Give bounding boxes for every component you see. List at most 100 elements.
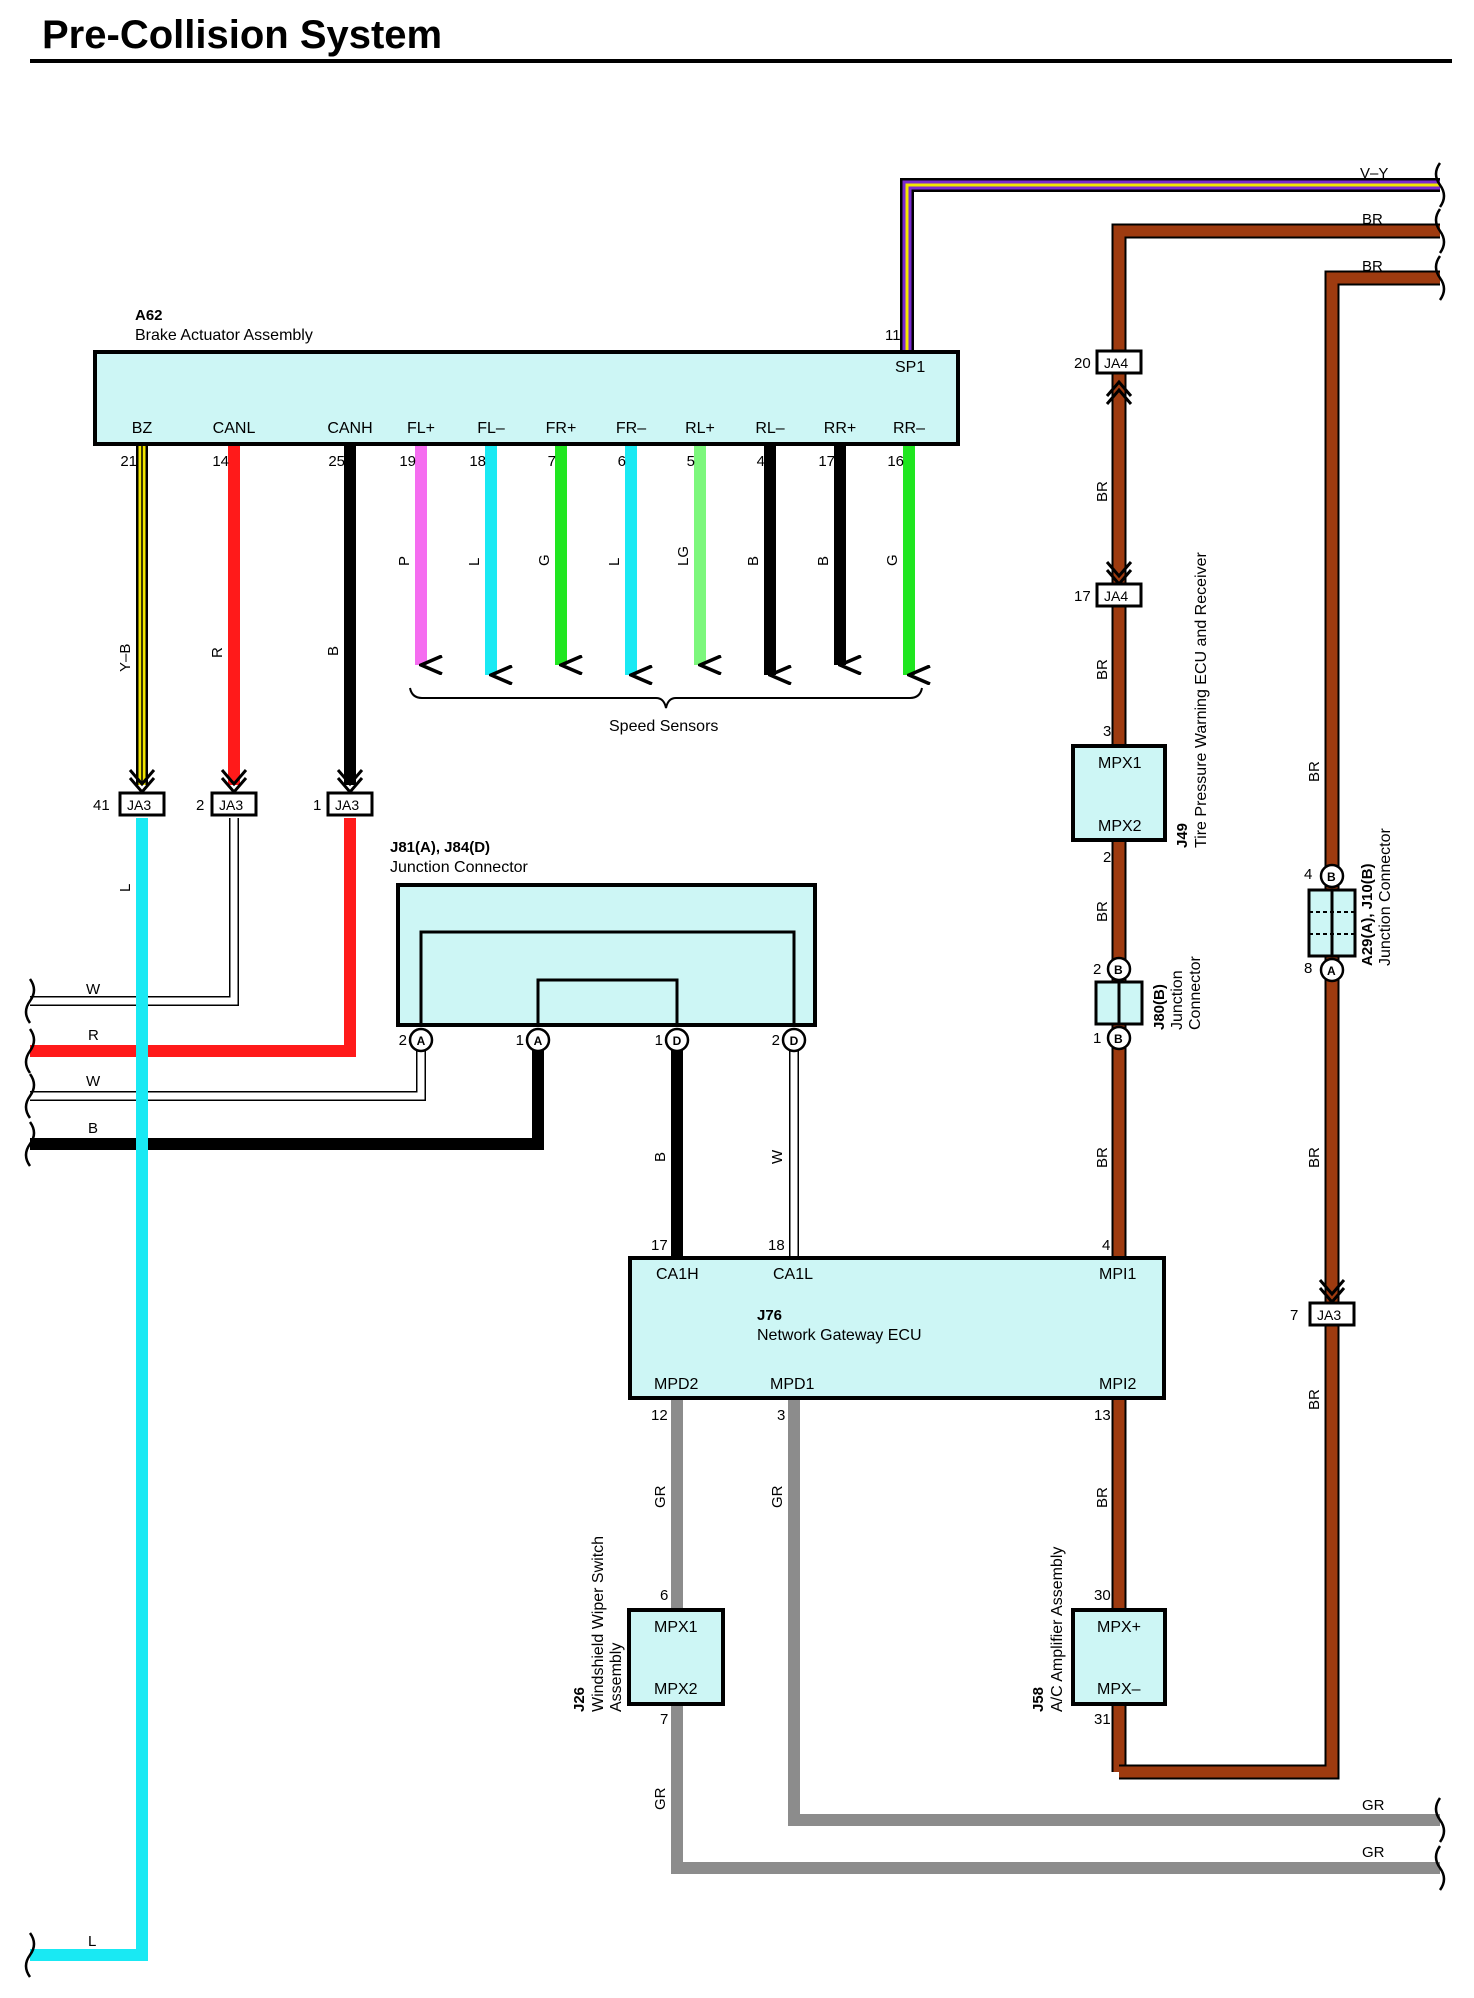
j76-num-ca1l: 18 xyxy=(768,1237,785,1254)
label-ca1h-b: B xyxy=(652,1152,669,1162)
a62-pin-label: FR+ xyxy=(546,420,577,437)
wire-w1 xyxy=(30,818,239,1006)
j58-num-bottom: 31 xyxy=(1094,1711,1111,1728)
j81-pin-letter: A xyxy=(534,1034,543,1048)
label-r1: R xyxy=(88,1027,99,1044)
ja3-2-label: JA3 xyxy=(219,797,243,813)
j49-num-top: 3 xyxy=(1103,723,1111,740)
j81-pin-circle xyxy=(781,1027,807,1053)
ja4-17-num: 17 xyxy=(1074,588,1091,605)
wire-v-y xyxy=(900,178,1440,350)
label-w1: W xyxy=(86,981,101,998)
wire-mpd1 xyxy=(788,1400,1440,1826)
page-title: Pre-Collision System xyxy=(42,13,442,57)
label-gr-right2: GR xyxy=(1362,1844,1385,1861)
j76-num-ca1h: 17 xyxy=(651,1237,668,1254)
ja3-7-label: JA3 xyxy=(1317,1307,1341,1323)
label-j49-br: BR xyxy=(1094,659,1111,680)
j58-pin-bottom: MPX– xyxy=(1097,1681,1141,1698)
j81-pin-number: 2 xyxy=(772,1032,780,1049)
j80-num-bottom: 1 xyxy=(1093,1030,1101,1047)
a62-pin-label: CANL xyxy=(213,420,256,437)
a62-wire-color-label: R xyxy=(209,647,226,658)
junction-connector-j80: B B 2 1 J80(B) Junction Connector xyxy=(1093,956,1204,1051)
a62-pin-label: FL– xyxy=(477,420,505,437)
j76-name: Network Gateway ECU xyxy=(757,1327,922,1344)
j76-code: J76 xyxy=(757,1307,782,1324)
j80-name-2: Connector xyxy=(1187,956,1204,1030)
j49-num-bottom: 2 xyxy=(1103,849,1111,866)
j81-pin-circle xyxy=(525,1027,551,1053)
tire-pressure-warning-ecu: MPX1 MPX2 3 2 J49 Tire Pressure Warning … xyxy=(1071,552,1210,866)
j49-pin-bottom: MPX2 xyxy=(1098,818,1142,835)
a62-pin-number: 21 xyxy=(120,453,137,470)
j58-code: J58 xyxy=(1030,1687,1047,1712)
break-marks xyxy=(24,162,1446,1978)
j76-pin-mpi2: MPI2 xyxy=(1099,1376,1136,1393)
ja4-connector-17: JA4 17 xyxy=(1074,561,1143,608)
j81-code: J81(A), J84(D) xyxy=(390,839,490,856)
ja4-20-num: 20 xyxy=(1074,355,1091,372)
wire-w2 xyxy=(30,1040,426,1101)
ja3-2-num: 2 xyxy=(196,797,204,814)
a62-pin-number: 6 xyxy=(618,453,626,470)
a62-pin-number: 7 xyxy=(548,453,556,470)
label-b1: B xyxy=(88,1120,98,1137)
j49-pin-top: MPX1 xyxy=(1098,755,1142,772)
j26-name-2: Assembly xyxy=(608,1643,625,1712)
network-gateway-ecu: J76 Network Gateway ECU CA1H 17 CA1L 18 … xyxy=(628,1237,1166,1424)
j81-pin-circle xyxy=(408,1027,434,1053)
a62-pin-label: RL– xyxy=(755,420,784,437)
windshield-wiper-switch-assembly: MPX1 MPX2 6 7 J26 Windshield Wiper Switc… xyxy=(571,1536,725,1728)
ja3-41-num: 41 xyxy=(93,797,110,814)
speed-sensors-label: Speed Sensors xyxy=(609,718,718,735)
a62-pin-number: 17 xyxy=(818,453,835,470)
j26-name-1: Windshield Wiper Switch xyxy=(590,1536,607,1712)
label-br-top1: BR xyxy=(1362,211,1383,228)
label-j49-br-below: BR xyxy=(1094,901,1111,922)
j26-code: J26 xyxy=(571,1687,588,1712)
label-j80-br-below: BR xyxy=(1094,1147,1111,1168)
a62-sp-num: 11 xyxy=(885,327,901,344)
label-right-br2: BR xyxy=(1306,1147,1323,1168)
label-ja4-br: BR xyxy=(1094,481,1111,502)
ja3-connector-1: JA3 1 xyxy=(313,769,374,817)
a29-name: Junction Connector xyxy=(1377,827,1394,966)
j81-pin-number: 1 xyxy=(655,1032,663,1049)
a62-pins: BZ21Y–BCANL14RCANH25BFL+19PFL–18LFR+7GFR… xyxy=(117,420,925,672)
a62-pin-label: CANH xyxy=(327,420,372,437)
j76-pin-ca1h: CA1H xyxy=(656,1266,699,1283)
label-l-bottom: L xyxy=(88,1933,96,1950)
label-w2: W xyxy=(86,1073,101,1090)
label-ca1l-w: W xyxy=(769,1149,786,1164)
label-l-vert: L xyxy=(117,884,134,892)
a62-wire-color-label: G xyxy=(536,554,553,566)
j76-num-mpd1: 3 xyxy=(777,1407,785,1424)
ja3-7-num: 7 xyxy=(1290,1307,1298,1324)
a62-pin-number: 5 xyxy=(687,453,695,470)
j58-pin-top: MPX+ xyxy=(1097,1619,1141,1636)
a62-pin-number: 18 xyxy=(469,453,486,470)
label-j26-gr: GR xyxy=(652,1787,669,1810)
j80-code: J80(B) xyxy=(1151,984,1168,1030)
j76-num-mpi1: 4 xyxy=(1102,1237,1110,1254)
j76-pin-ca1l: CA1L xyxy=(773,1266,813,1283)
wire-b1 xyxy=(30,1040,544,1150)
a62-sp-pin: SP1 xyxy=(895,359,925,376)
wire-j26-gr xyxy=(671,1705,1440,1874)
label-mpd2-gr: GR xyxy=(652,1485,669,1508)
j81-pin-letter: D xyxy=(790,1034,799,1048)
a29-letter-top: B xyxy=(1327,870,1336,884)
j58-num-top: 30 xyxy=(1094,1587,1111,1604)
j81-pin-circle xyxy=(664,1027,690,1053)
j81-pin-number: 1 xyxy=(516,1032,524,1049)
a62-pin-label: BZ xyxy=(132,420,153,437)
ja3-1-num: 1 xyxy=(313,797,321,814)
label-mpd1-gr: GR xyxy=(769,1485,786,1508)
brake-actuator-assembly: A62 Brake Actuator Assembly SP1 11 BZ21Y… xyxy=(93,307,960,735)
a62-pin-number: 25 xyxy=(328,453,345,470)
a62-pin-label: FL+ xyxy=(407,420,435,437)
a62-wire-color-label: Y–B xyxy=(117,644,134,672)
